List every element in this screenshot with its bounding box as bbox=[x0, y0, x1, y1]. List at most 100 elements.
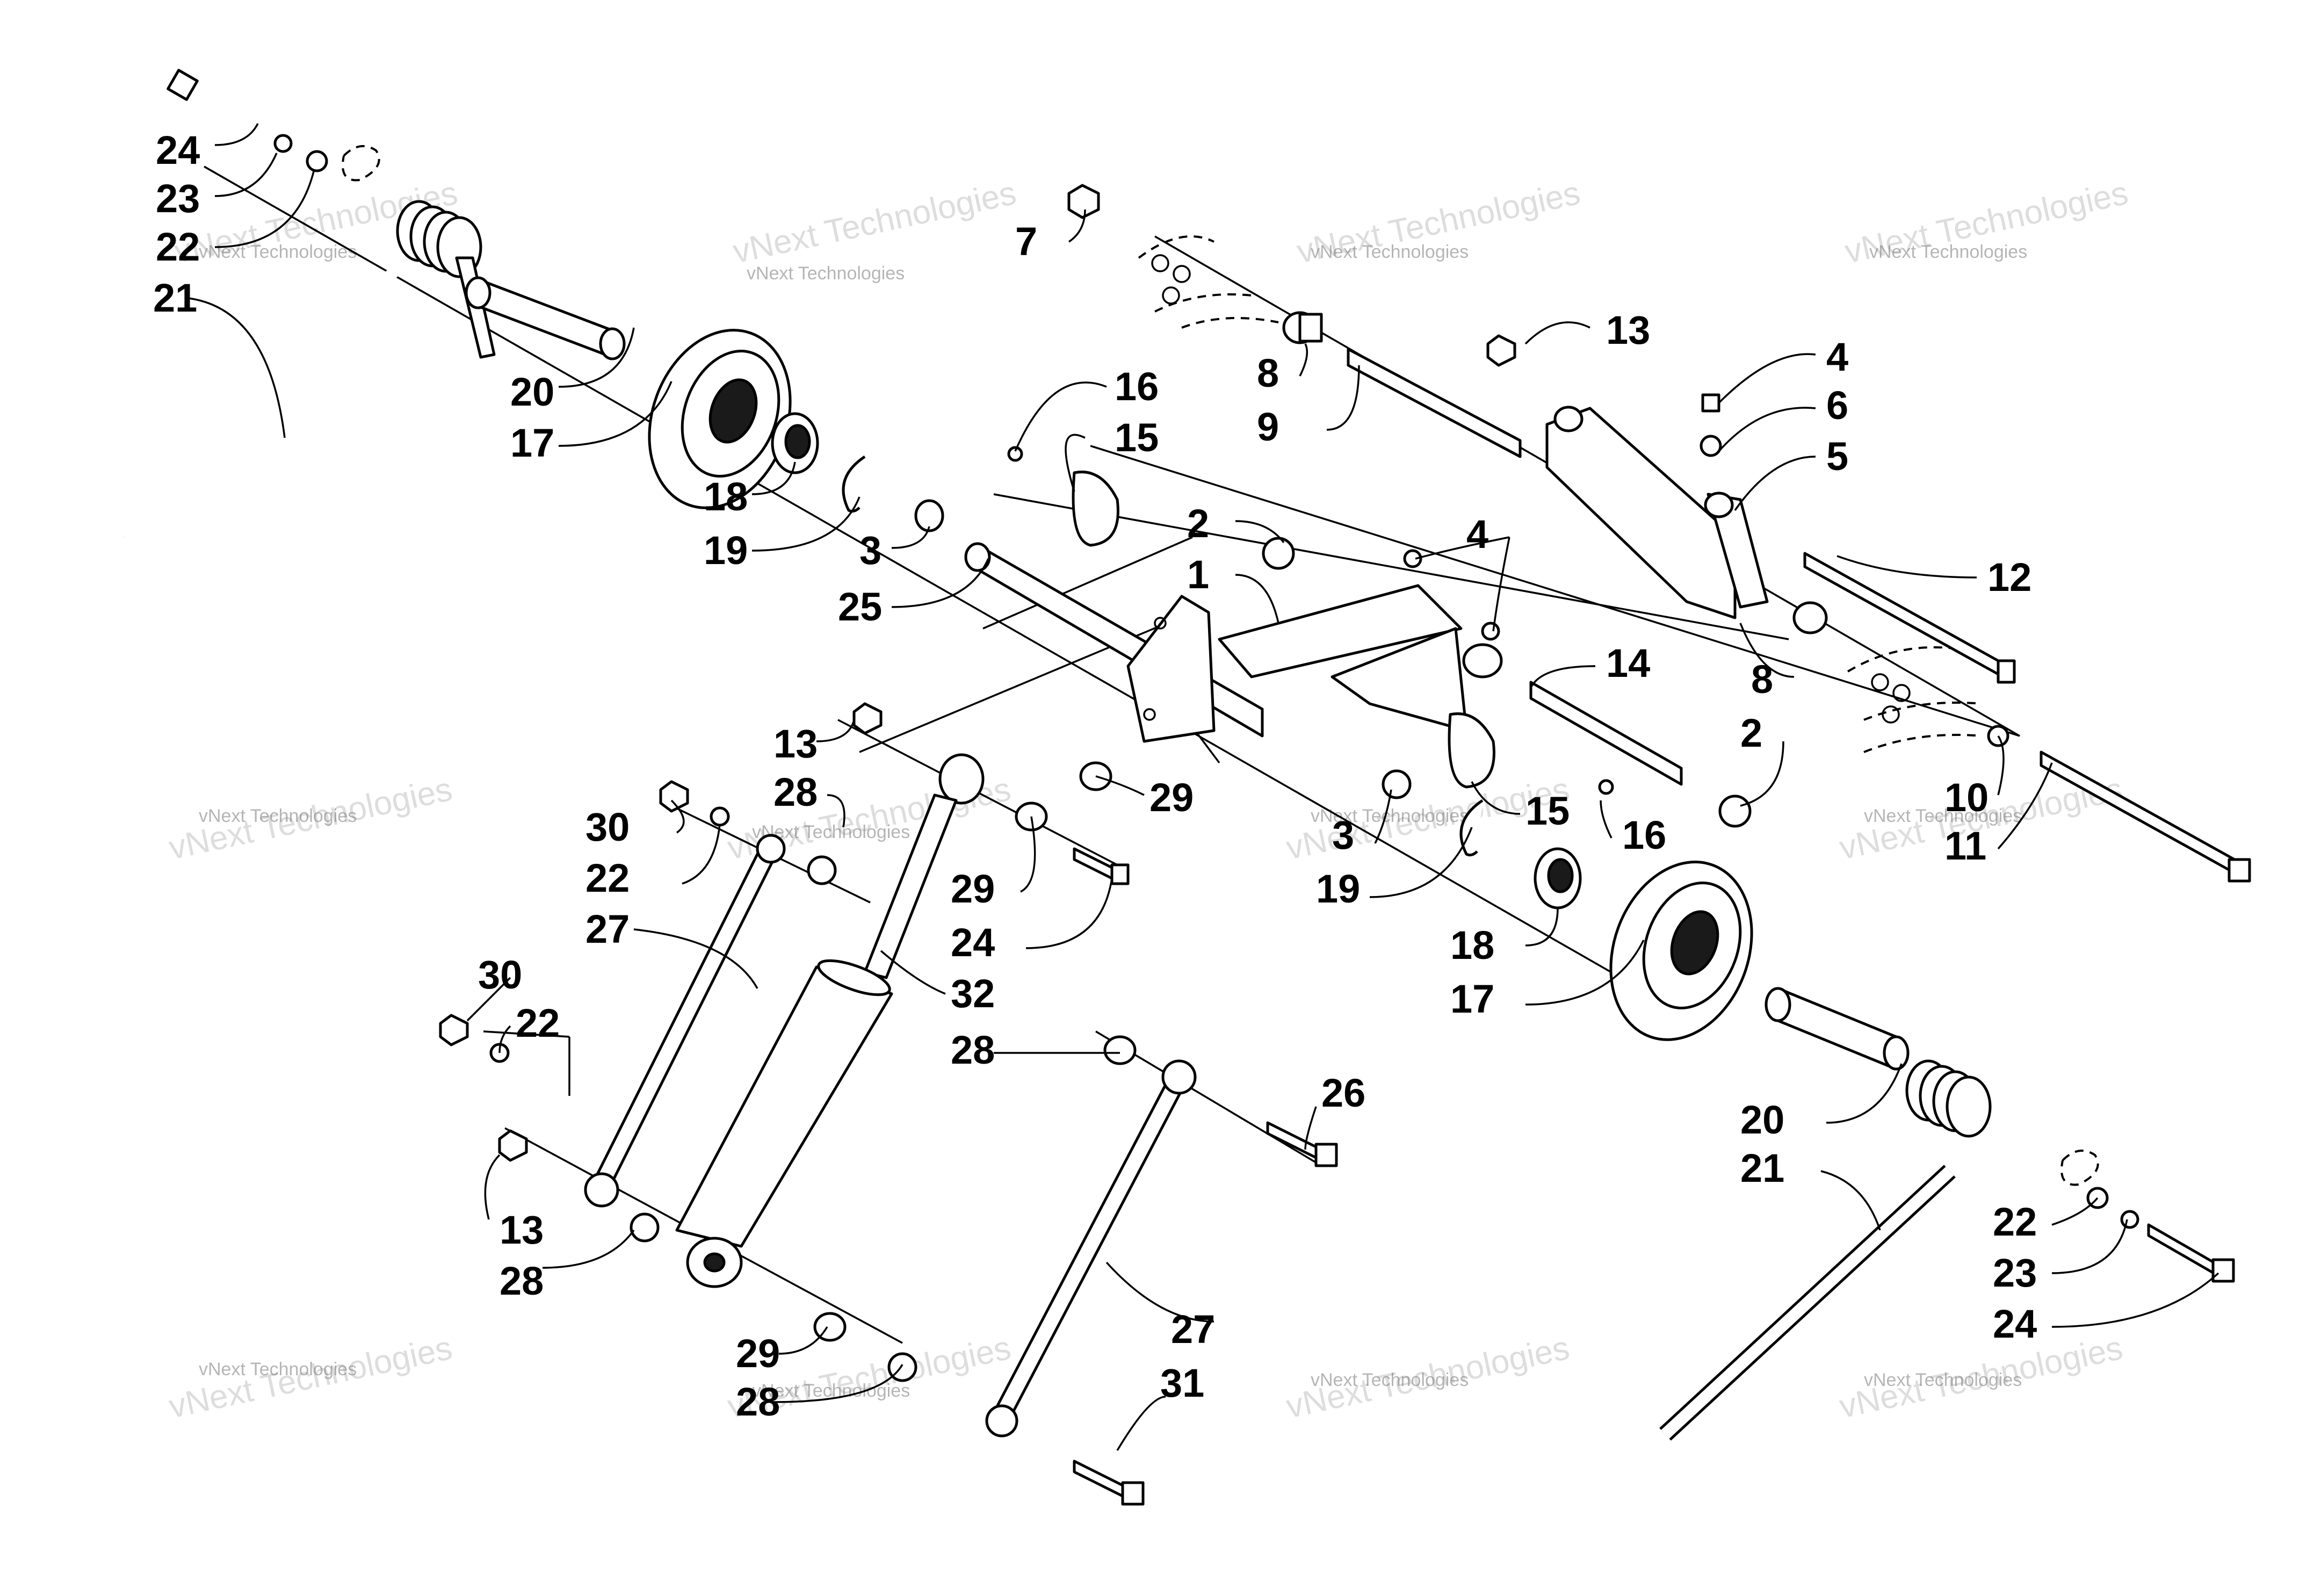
callout-13: 13 bbox=[1606, 308, 1650, 352]
callout-5: 5 bbox=[1826, 434, 1848, 479]
link-27-left bbox=[584, 834, 786, 1208]
callout-22: 22 bbox=[156, 225, 200, 269]
snap-ring-left bbox=[842, 455, 866, 513]
watermark-small: vNext Technologies bbox=[1864, 1370, 2022, 1390]
callout-20: 20 bbox=[510, 370, 554, 414]
callout-17: 17 bbox=[510, 421, 554, 465]
callout-labels: 24 23 22 21 20 17 18 19 3 25 16 15 7 8 9… bbox=[153, 128, 2037, 1424]
callout-28: 28 bbox=[951, 1028, 995, 1072]
callout-18: 18 bbox=[1450, 923, 1494, 967]
callout-29: 29 bbox=[736, 1331, 780, 1376]
callout-11: 11 bbox=[1944, 824, 1986, 868]
washer-left bbox=[306, 150, 328, 172]
callout-30: 30 bbox=[478, 952, 522, 997]
bolt-31 bbox=[1073, 1460, 1145, 1506]
callout-16: 16 bbox=[1115, 364, 1159, 409]
callout-15: 15 bbox=[1115, 415, 1159, 460]
bushing-8-bottom bbox=[1792, 601, 1828, 634]
callout-23: 23 bbox=[156, 176, 200, 221]
nut-13-top bbox=[1486, 334, 1516, 367]
nut-30-bottom bbox=[439, 1014, 469, 1046]
shaft-25 bbox=[964, 542, 1264, 738]
callout-31: 31 bbox=[1160, 1361, 1204, 1405]
callout-15: 15 bbox=[1525, 789, 1570, 833]
callout-22: 22 bbox=[1993, 1200, 2037, 1244]
watermark-small: vNext Technologies bbox=[747, 263, 905, 284]
link-27-right bbox=[985, 1059, 1197, 1438]
callout-14: 14 bbox=[1606, 641, 1650, 685]
watermark-small: vNext Technologies bbox=[199, 806, 357, 826]
bushing-28-link bbox=[1103, 1035, 1137, 1065]
bushing-2-bottom bbox=[1718, 795, 1752, 828]
callout-13: 13 bbox=[500, 1208, 544, 1252]
callout-32: 32 bbox=[951, 971, 995, 1016]
callout-27: 27 bbox=[585, 907, 630, 951]
callout-25: 25 bbox=[838, 584, 882, 629]
bolt-26 bbox=[1266, 1121, 1338, 1167]
bolt-left-top bbox=[167, 69, 260, 133]
callout-24: 24 bbox=[951, 920, 995, 965]
spacer-tube-left bbox=[465, 276, 626, 360]
callout-28: 28 bbox=[773, 770, 818, 814]
torsion-spring-right bbox=[1659, 1059, 1992, 1441]
clip-16-top bbox=[1007, 446, 1023, 462]
callout-1: 1 bbox=[1187, 552, 1209, 597]
shock-absorber-32 bbox=[675, 753, 985, 1288]
callout-17: 17 bbox=[1450, 977, 1494, 1021]
rod-14 bbox=[1529, 681, 1683, 786]
spacer-left bbox=[914, 499, 944, 532]
watermark-small: vNext Technologies bbox=[1311, 242, 1469, 262]
callout-21: 21 bbox=[153, 276, 197, 320]
callout-3: 3 bbox=[859, 528, 881, 573]
grease-fitting-4-top bbox=[1700, 393, 1722, 457]
callout-21: 21 bbox=[1740, 1146, 1784, 1190]
spacer-3-bottom bbox=[1382, 769, 1412, 799]
callout-8: 8 bbox=[1257, 351, 1279, 395]
callout-30: 30 bbox=[585, 805, 630, 849]
stop-block-15-top bbox=[1072, 471, 1119, 547]
rail-plate-bottom bbox=[1847, 646, 1983, 753]
watermark-small: vNext Technologies bbox=[1864, 806, 2022, 826]
callout-20: 20 bbox=[1740, 1097, 1784, 1142]
watermark-2: vNext Technologies bbox=[730, 175, 1019, 271]
callout-13: 13 bbox=[773, 721, 818, 766]
callout-19: 19 bbox=[704, 528, 748, 573]
callout-6: 6 bbox=[1826, 383, 1848, 428]
pivot-plate bbox=[1126, 595, 1216, 743]
nut-13-shock bbox=[852, 702, 883, 735]
parts-layer bbox=[119, 69, 2251, 1506]
callout-3: 3 bbox=[1332, 813, 1354, 857]
watermark-small: vNext Technologies bbox=[199, 1359, 357, 1380]
bracket-5 bbox=[1545, 406, 1769, 619]
callout-24: 24 bbox=[156, 128, 200, 172]
callout-22: 22 bbox=[585, 856, 630, 900]
idler-wheel-right bbox=[1609, 861, 1753, 1041]
bolt-24-shock bbox=[1073, 847, 1130, 885]
callout-28: 28 bbox=[500, 1259, 544, 1303]
callout-4: 4 bbox=[1466, 512, 1488, 557]
callout-22: 22 bbox=[516, 1001, 560, 1045]
leader-lines bbox=[187, 123, 2219, 1451]
clip-16-bottom bbox=[1598, 779, 1614, 795]
washer-22-top bbox=[710, 806, 730, 827]
bearing-left bbox=[771, 412, 819, 474]
watermark-big: vNext Technologies bbox=[730, 175, 1019, 271]
callout-8: 8 bbox=[1751, 657, 1773, 702]
callout-12: 12 bbox=[1987, 555, 2031, 600]
bushing-8-top bbox=[1282, 311, 1323, 344]
callout-2: 2 bbox=[1740, 711, 1762, 755]
callout-18: 18 bbox=[704, 474, 748, 519]
callout-29: 29 bbox=[951, 866, 995, 911]
watermark-small: vNext Technologies bbox=[1311, 1370, 1469, 1390]
bolt-24-right bbox=[2147, 1223, 2235, 1283]
arm-1 bbox=[1218, 584, 1503, 732]
frame-outline-left bbox=[342, 145, 380, 182]
bushing-2-top bbox=[1262, 537, 1295, 570]
callout-10: 10 bbox=[1944, 775, 1989, 820]
bushing-28-bottom bbox=[630, 1212, 660, 1243]
callout-24: 24 bbox=[1993, 1302, 2037, 1346]
callout-28: 28 bbox=[736, 1380, 780, 1424]
bolt-12 bbox=[1803, 552, 2016, 684]
callout-2: 2 bbox=[1187, 501, 1209, 546]
